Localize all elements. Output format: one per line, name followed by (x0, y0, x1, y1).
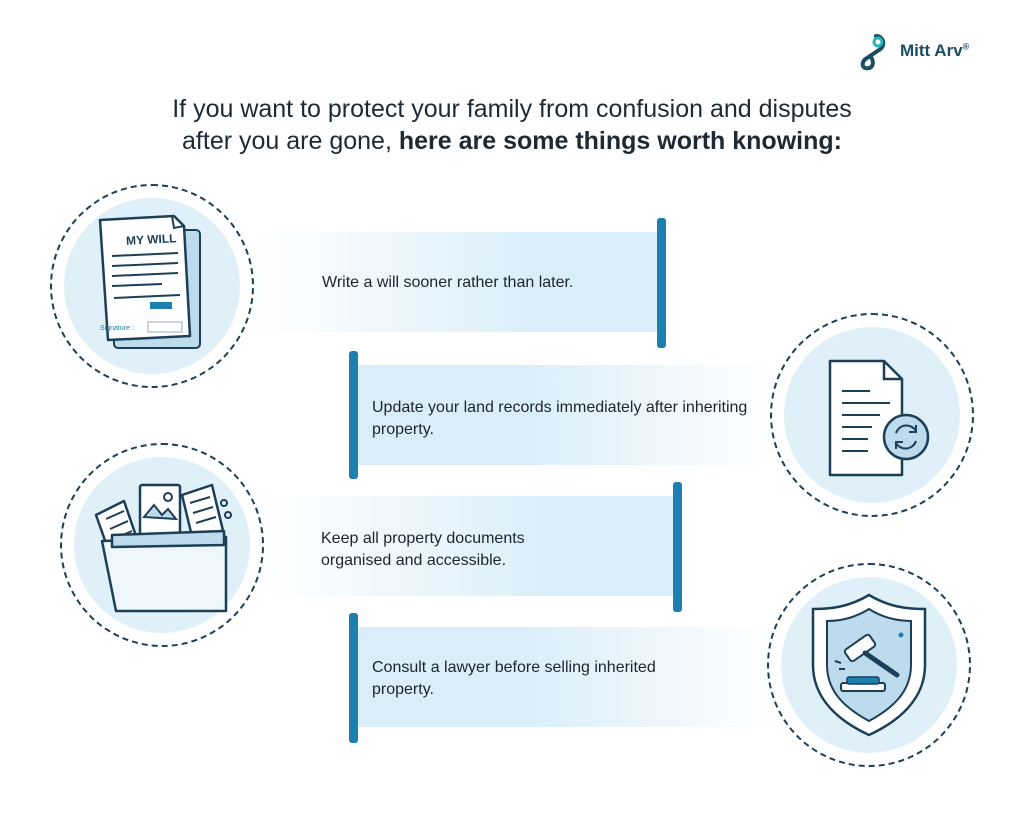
svg-text:MY WILL: MY WILL (126, 231, 177, 248)
document-folder-icon (94, 483, 232, 613)
tip-banner-2: Update your land records immediately aft… (349, 351, 779, 479)
tip-text-1: Write a will sooner rather than later. (322, 274, 574, 291)
banner-accent-bar (673, 482, 682, 612)
legal-shield-gavel-icon (811, 593, 927, 737)
brand-name: Mitt Arv® (900, 41, 970, 60)
svg-text:Signature :: Signature : (100, 325, 134, 332)
tip-banner-3: Keep all property documents organised an… (262, 482, 682, 612)
tip-text-2: Update your land records immediately aft… (372, 399, 748, 438)
headline: If you want to protect your family from … (60, 93, 964, 157)
headline-line-2: after you are gone, here are some things… (182, 127, 842, 155)
icon-circle-2 (770, 313, 974, 517)
tip-banner-1: Write a will sooner rather than later. (252, 218, 666, 348)
banner-accent-bar (349, 351, 358, 479)
banner-accent-bar (349, 613, 358, 743)
infinity-loop-icon (860, 34, 886, 71)
banner-accent-bar (657, 218, 666, 348)
icon-circle-4 (767, 563, 971, 767)
tip-text-3: Keep all property documents organised an… (321, 530, 525, 569)
document-sync-icon (828, 359, 930, 477)
will-document-icon: MY WILL Signature : (98, 214, 201, 349)
icon-circle-1: MY WILL Signature : (50, 184, 254, 388)
headline-line-1: If you want to protect your family from … (172, 95, 852, 123)
tip-text-4: Consult a lawyer before selling inherite… (372, 659, 656, 698)
tip-banner-4: Consult a lawyer before selling inherite… (349, 613, 779, 743)
icon-circle-3 (60, 443, 264, 647)
brand-logo: Mitt Arv® (852, 30, 969, 72)
